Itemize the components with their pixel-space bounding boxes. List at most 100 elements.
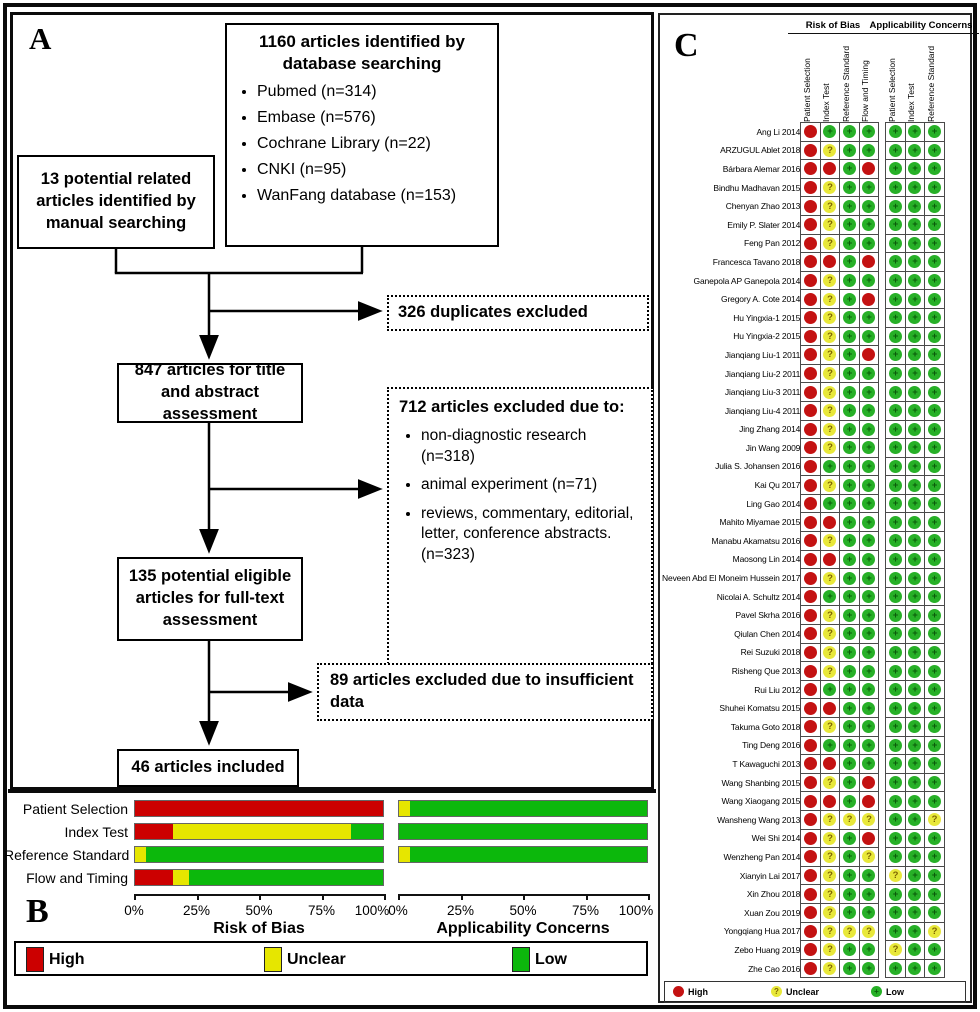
rob-judgment-cell: − (858, 791, 880, 811)
judgment-dot-low: + (862, 683, 876, 697)
ac-judgment-cell: + (924, 568, 945, 588)
ac-judgment-cell: + (904, 419, 926, 440)
study-name: Takuma Goto 2018 (730, 721, 801, 732)
judgment-dot-high: − (803, 404, 817, 418)
judgment-dot-low: + (927, 608, 941, 622)
rob-judgment-cell: ? (819, 289, 841, 309)
judgment-dot-low: + (888, 422, 902, 436)
ac-judgment-cell: + (904, 289, 926, 309)
study-name: Maosong Lin 2014 (732, 554, 801, 565)
ac-judgment-cell: + (885, 252, 906, 272)
judgment-dot-high: − (803, 385, 817, 399)
group-spacer (879, 234, 886, 253)
judgment-dot-low: + (908, 236, 922, 250)
group-spacer (879, 866, 886, 885)
rob-judgment-cell: + (858, 122, 880, 142)
group-spacer (879, 959, 886, 978)
group-spacer (879, 215, 886, 234)
rob-judgment-cell: − (800, 605, 821, 626)
exclusion-reason-item: reviews, commentary, editorial, letter, … (421, 504, 643, 565)
ac-judgment-cell: + (924, 326, 945, 347)
rob-judgment-cell: + (839, 475, 860, 495)
ac-judgment-cell: + (904, 902, 926, 923)
group-spacer (879, 680, 886, 699)
database-source-list: Pubmed (n=314)Embase (n=576)Cochrane Lib… (231, 83, 493, 205)
judgment-dot-low: + (842, 125, 856, 139)
rob-judgment-cell: + (839, 847, 860, 867)
study-name: Ling Gao 2014 (746, 498, 801, 509)
rob-judgment-cell: ? (819, 772, 841, 793)
judgment-dot-low: + (842, 162, 856, 176)
rob-judgment-cell: + (839, 586, 860, 607)
study-name: Wei Shi 2014 (751, 833, 801, 844)
group-spacer (879, 401, 886, 420)
study-row: Gregory A. Cote 2014−?+−+++ (662, 289, 945, 309)
judgment-dot-unclear: ? (823, 720, 837, 734)
ac-judgment-cell: + (904, 698, 926, 718)
study-name: Emily P. Slater 2014 (727, 219, 801, 230)
rob-judgment-cell: ? (819, 196, 841, 216)
judgment-dot-low: + (842, 329, 856, 343)
rob-judgment-cell: + (858, 902, 880, 923)
judgment-dot-low: + (862, 367, 876, 381)
ac-judgment-cell: + (885, 754, 906, 774)
ac-judgment-cell: + (924, 847, 945, 867)
judgment-dot-low: + (908, 478, 922, 492)
study-row: Hu Yingxia-2 2015−?+++++ (662, 326, 945, 347)
ac-judgment-cell: + (885, 438, 906, 458)
study-name: Jianqiang Liu-1 2011 (724, 349, 801, 360)
ac-judgment-cell: ? (924, 921, 945, 942)
judgment-dot-high: − (823, 162, 837, 176)
judgment-dot-low: + (842, 218, 856, 232)
study-row: Rui Liu 2012−++++++ (662, 679, 945, 700)
judgment-dot-low: + (842, 608, 856, 622)
rob-judgment-cell: − (819, 791, 841, 811)
rob-judgment-cell: + (858, 586, 880, 607)
rob-judgment-cell: − (800, 307, 821, 328)
rob-judgment-cell: − (800, 252, 821, 272)
judgment-dot-unclear: ? (862, 924, 876, 938)
rob-judgment-cell: + (839, 605, 860, 626)
legend-item-high: −High (673, 986, 708, 997)
study-row: Feng Pan 2012−?+++++ (662, 233, 945, 254)
panel-c-summary-matrix: C Risk of Bias Applicability Concerns Pa… (658, 13, 979, 1003)
judgment-dot-unclear: ? (823, 887, 837, 901)
judgment-dot-low: + (842, 404, 856, 418)
rob-judgment-cell: − (800, 735, 821, 756)
ac-judgment-cell: + (904, 679, 926, 700)
judgment-dot-low: + (888, 385, 902, 399)
judgment-dot-low: + (908, 404, 922, 418)
legend-swatch-low (512, 947, 530, 972)
judgment-dot-low: + (888, 367, 902, 381)
ac-judgment-cell: + (904, 809, 926, 830)
rob-judgment-cell: − (819, 754, 841, 774)
judgment-dot-low: + (908, 794, 922, 808)
judgment-dot-high: − (862, 255, 876, 269)
judgment-dot-low: + (862, 664, 876, 678)
study-name: Chenyan Zhao 2013 (725, 201, 801, 212)
judgment-dot-low: + (888, 776, 902, 790)
judgment-dot-high: − (803, 701, 817, 715)
judgment-dot-low: + (927, 311, 941, 325)
rob-judgment-cell: + (839, 122, 860, 142)
judgment-dot-low: + (842, 236, 856, 250)
judgment-dot-unclear: ? (823, 478, 837, 492)
rob-judgment-cell: − (800, 270, 821, 291)
judgment-dot-high: − (803, 571, 817, 585)
judgment-dot-high: − (803, 962, 817, 976)
legend-label: High (688, 986, 708, 997)
judgment-dot-low: + (908, 534, 922, 548)
judgment-dot-low: + (927, 850, 941, 864)
ac-judgment-cell: + (885, 159, 906, 179)
rob-judgment-cell: + (839, 400, 860, 421)
judgment-dot-low: + (908, 143, 922, 157)
rob-judgment-cell: + (839, 679, 860, 700)
judgment-dot-low: + (823, 125, 837, 139)
study-row: ARZUGUL Ablet 2018−?+++++ (662, 140, 945, 161)
ac-judgment-cell: + (904, 196, 926, 216)
rob-judgment-cell: ? (858, 847, 880, 867)
ac-judgment-cell: + (885, 958, 906, 979)
group-spacer (879, 718, 886, 737)
group-spacer (879, 792, 886, 811)
